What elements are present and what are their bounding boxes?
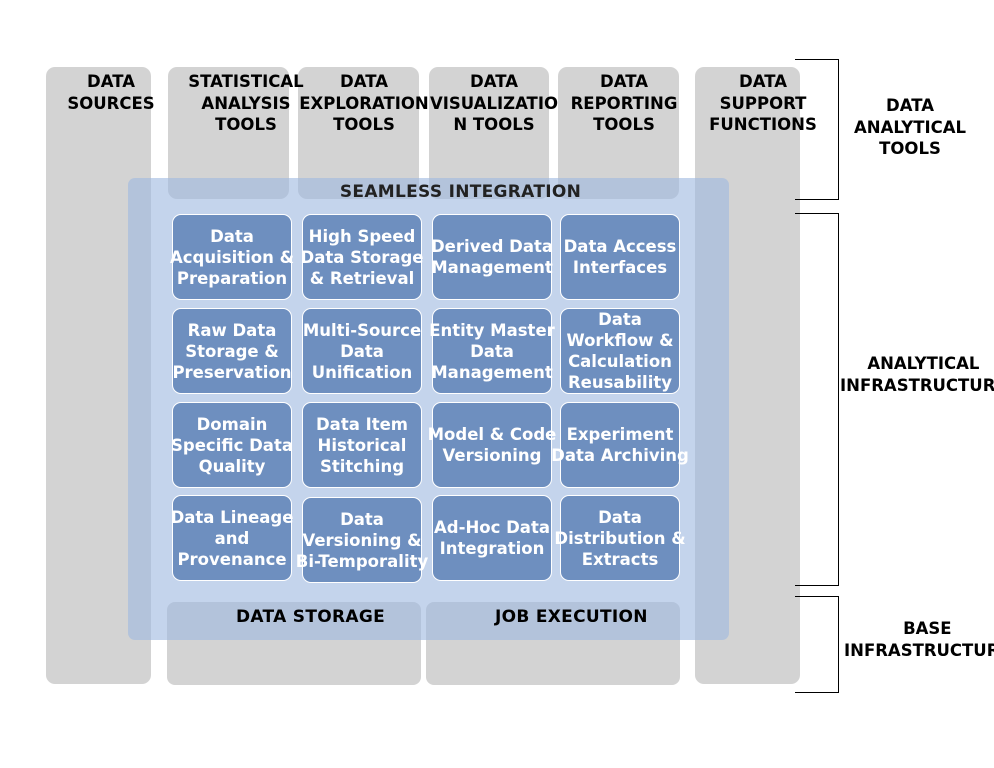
column-statistical-analysis-tools [168,67,289,199]
column-data-exploration-tools [298,67,419,199]
tile-label: Ad-Hoc Data Integration [434,518,550,558]
bracket-analytical-tools [795,59,839,200]
tile-label: Entity Master Data Management [429,320,555,382]
tile-label: Data Acquisition & Preparation [170,226,294,288]
label-data-analytical-tools: DATA ANALYTICAL TOOLS [853,96,967,158]
tile-label: Data Workflow & Calculation Reusability [566,310,674,392]
tile-label: Experiment Data Archiving [551,425,689,465]
tile-label: Data Lineage and Provenance [170,507,294,569]
column-title-data-visualization-tools: DATA VISUALIZATIO N TOOLS [430,72,558,134]
seamless-integration-label: SEAMLESS INTEGRATION [339,182,582,202]
tile-model-code-versioning: Model & Code Versioning [428,402,556,488]
tile-label: Data Item Historical Stitching [315,414,408,476]
tile-multi-source-data-unification: Multi-Source Data Unification [302,308,422,394]
column-title-data-sources: DATA SOURCES [67,72,155,113]
tile-label: Multi-Source Data Unification [302,320,422,382]
tile-high-speed-data-storage: High Speed Data Storage & Retrieval [300,214,424,300]
column-data-visualization-tools [429,67,549,199]
tile-label: High Speed Data Storage & Retrieval [300,226,424,288]
tile-data-versioning-bi-temporality: Data Versioning & Bi-Temporality [296,497,428,583]
tile-label: Data Distribution & Extracts [554,507,686,569]
bracket-analytical-infrastructure [795,213,839,586]
column-data-reporting-tools [558,67,679,199]
tile-label: Raw Data Storage & Preservation [172,320,292,382]
tile-data-lineage-provenance: Data Lineage and Provenance [170,495,294,581]
label-analytical-infrastructure: ANALYTICAL INFRASTRUCTURE [840,354,994,395]
tile-label: Model & Code Versioning [427,425,557,465]
column-title-data-support-functions: DATA SUPPORT FUNCTIONS [709,72,817,134]
tile-data-workflow-calculation-reusability: Data Workflow & Calculation Reusability [560,308,680,394]
column-title-data-reporting-tools: DATA REPORTING TOOLS [570,72,678,134]
label-base-infrastructure: BASE INFRASTRUCTURE [844,619,994,660]
data-storage-label: DATA STORAGE [236,607,386,627]
tile-domain-specific-data-quality: Domain Specific Data Quality [171,402,293,488]
tile-data-distribution-extracts: Data Distribution & Extracts [554,495,686,581]
tile-label: Domain Specific Data Quality [171,414,293,476]
tile-label: Derived Data Management [430,237,554,277]
tile-data-acquisition-preparation: Data Acquisition & Preparation [170,214,294,300]
tile-experiment-data-archiving: Experiment Data Archiving [551,402,689,488]
tile-ad-hoc-data-integration: Ad-Hoc Data Integration [432,495,552,581]
bracket-base-infrastructure [795,596,839,693]
column-title-statistical-analysis-tools: STATISTICAL ANALYSIS TOOLS [188,72,304,134]
job-execution-label: JOB EXECUTION [495,607,648,627]
tile-raw-data-storage: Raw Data Storage & Preservation [172,308,292,394]
tile-entity-master-data-management: Entity Master Data Management [429,308,555,394]
tile-data-item-historical-stitching: Data Item Historical Stitching [302,402,422,488]
tile-label: Data Versioning & Bi-Temporality [295,509,429,571]
tile-data-access-interfaces: Data Access Interfaces [560,214,680,300]
tile-label: Data Access Interfaces [563,237,677,277]
column-title-data-exploration-tools: DATA EXPLORATION TOOLS [299,72,429,134]
tile-derived-data-management: Derived Data Management [430,214,554,300]
